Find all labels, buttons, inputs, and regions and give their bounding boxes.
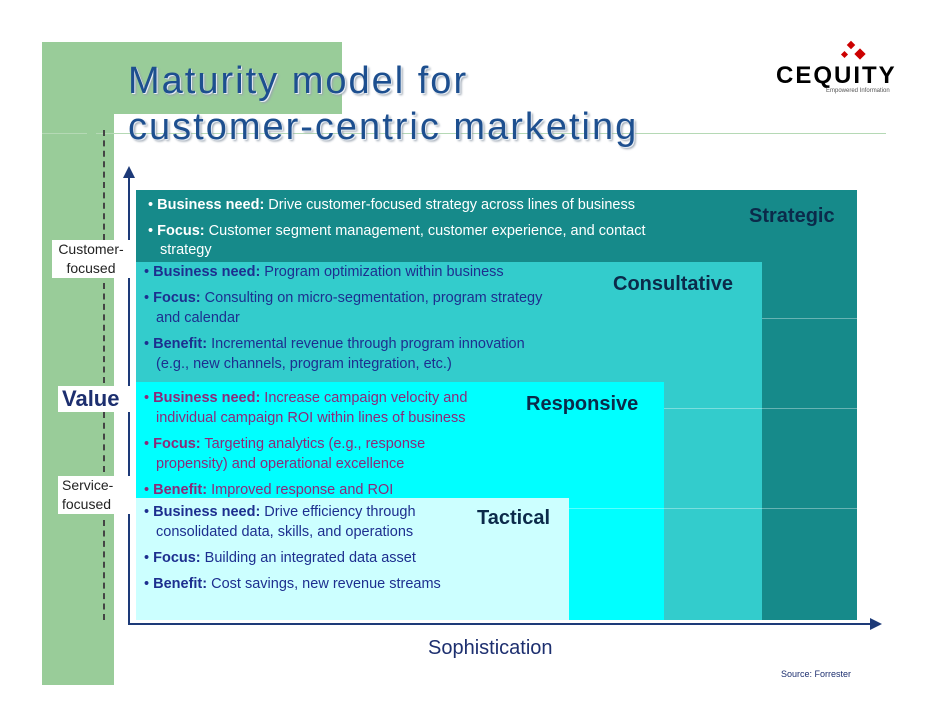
consultative-business-need: • Business need: Program optimization wi… bbox=[144, 264, 504, 280]
arrow-up-icon bbox=[123, 166, 135, 178]
level-title-strategic: Strategic bbox=[749, 205, 835, 227]
dashed-guide bbox=[103, 412, 105, 472]
strategic-business-need: • Business need: Drive customer-focused … bbox=[148, 197, 635, 213]
bullet-text: Targeting analytics (e.g., response bbox=[200, 436, 426, 452]
tactical-benefit: • Benefit: Cost savings, new revenue str… bbox=[144, 576, 441, 592]
bullet-key: Business need: bbox=[153, 390, 261, 406]
bullet-key: Business need: bbox=[157, 197, 265, 213]
bullet-key: Focus: bbox=[153, 550, 201, 566]
responsive-focus-cont: propensity) and operational excellence bbox=[156, 456, 405, 472]
bullet-key: Benefit: bbox=[153, 576, 208, 592]
title-line-2: customer-centric marketing bbox=[128, 106, 639, 148]
gridline bbox=[569, 508, 857, 509]
responsive-benefit: • Benefit: Improved response and ROI bbox=[144, 482, 394, 498]
bullet-text: Program optimization within business bbox=[260, 264, 504, 280]
level-title-tactical: Tactical bbox=[477, 507, 550, 529]
bullet-text: Drive customer-focused strategy across l… bbox=[264, 197, 635, 213]
dashed-guide bbox=[103, 130, 105, 240]
tactical-focus: • Focus: Building an integrated data ass… bbox=[144, 550, 416, 566]
bullet-text: Improved response and ROI bbox=[207, 482, 394, 498]
consultative-focus-cont: and calendar bbox=[156, 310, 240, 326]
bullet-text: Building an integrated data asset bbox=[200, 550, 416, 566]
bullet-key: Focus: bbox=[157, 223, 205, 239]
y-axis-top-label: Customer- focused bbox=[52, 240, 130, 278]
y-axis-label: Value bbox=[58, 386, 130, 412]
bullet-key: Focus: bbox=[153, 290, 201, 306]
cequity-logo: CEQUITY Empowered Information bbox=[776, 40, 906, 100]
level-title-responsive: Responsive bbox=[526, 393, 639, 415]
bullet-key: Focus: bbox=[153, 436, 201, 452]
title-line-1: Maturity model for bbox=[128, 60, 469, 102]
tactical-business-need-cont: consolidated data, skills, and operation… bbox=[156, 524, 414, 540]
dashed-guide bbox=[103, 283, 105, 383]
bullet-text: Drive efficiency through bbox=[260, 504, 416, 520]
title-band bbox=[114, 42, 342, 114]
strategic-focus: • Focus: Customer segment management, cu… bbox=[148, 223, 646, 239]
consultative-focus: • Focus: Consulting on micro-segmentatio… bbox=[144, 290, 543, 306]
consultative-benefit: • Benefit: Incremental revenue through p… bbox=[144, 336, 525, 352]
x-axis bbox=[128, 623, 873, 625]
bullet-text: Customer segment management, customer ex… bbox=[204, 223, 646, 239]
bullet-text: Consulting on micro-segmentation, progra… bbox=[200, 290, 543, 306]
level-box-tactical bbox=[136, 498, 569, 620]
logo-mark-icon bbox=[854, 48, 866, 60]
bullet-key: Benefit: bbox=[153, 482, 208, 498]
tactical-business-need: • Business need: Drive efficiency throug… bbox=[144, 504, 416, 520]
bullet-text: Incremental revenue through program inno… bbox=[207, 336, 525, 352]
y-axis-label-text: Value bbox=[62, 386, 120, 411]
source-note: Source: Forrester bbox=[781, 669, 852, 679]
bullet-text: Increase campaign velocity and bbox=[260, 390, 468, 406]
bullet-key: Business need: bbox=[153, 504, 261, 520]
consultative-benefit-cont: (e.g., new channels, program integration… bbox=[156, 356, 452, 372]
dashed-guide bbox=[103, 520, 105, 620]
level-title-consultative: Consultative bbox=[613, 273, 734, 295]
divider-line bbox=[96, 133, 886, 134]
sidebar-band bbox=[42, 42, 114, 685]
divider-line bbox=[42, 133, 87, 134]
strategic-focus-cont: strategy bbox=[160, 242, 212, 258]
logo-tagline: Empowered Information bbox=[826, 88, 890, 94]
y-axis-bottom-label: Service- focused bbox=[58, 476, 130, 514]
responsive-business-need-cont: individual campaign ROI within lines of … bbox=[156, 410, 466, 426]
logo-text: CEQUITY bbox=[776, 62, 897, 89]
bullet-text: Cost savings, new revenue streams bbox=[207, 576, 441, 592]
arrow-right-icon bbox=[870, 618, 882, 630]
logo-mark-icon bbox=[840, 50, 849, 59]
bullet-key: Benefit: bbox=[153, 336, 208, 352]
x-axis-label: Sophistication bbox=[428, 637, 553, 659]
responsive-business-need: • Business need: Increase campaign veloc… bbox=[144, 390, 468, 406]
bullet-key: Business need: bbox=[153, 264, 261, 280]
responsive-focus: • Focus: Targeting analytics (e.g., resp… bbox=[144, 436, 426, 452]
gridline bbox=[664, 408, 857, 409]
logo-mark-icon bbox=[846, 40, 856, 50]
page-title: Maturity model for customer-centric mark… bbox=[128, 58, 638, 150]
gridline bbox=[762, 318, 857, 319]
